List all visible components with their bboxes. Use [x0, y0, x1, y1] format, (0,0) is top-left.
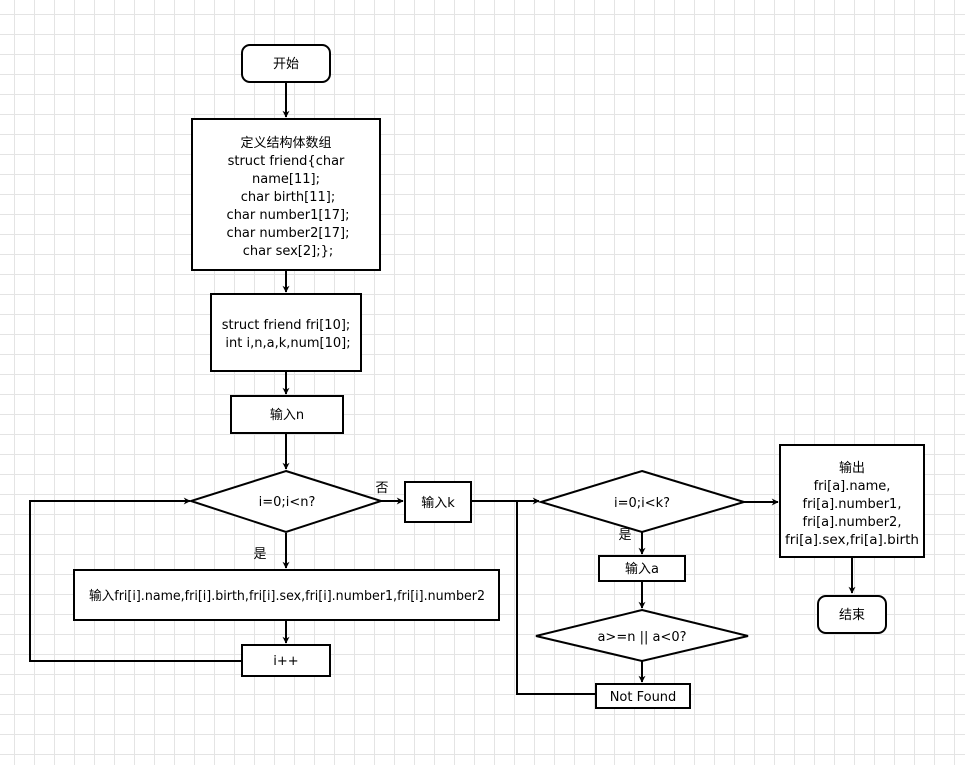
- edges: [29, 82, 856, 695]
- output-node: 输出 fri[a].name, fri[a].number1, fri[a].n…: [779, 444, 925, 558]
- define-struct-line-3: name[11];: [252, 172, 320, 187]
- output-line-3: fri[a].number1,: [803, 497, 902, 512]
- declare-vars-line-2: int i,n,a,k,num[10];: [225, 336, 350, 351]
- query-condition-label: i=0;i<k?: [614, 496, 670, 511]
- increment-label: i++: [273, 654, 298, 669]
- define-struct-line-5: char number1[17];: [227, 208, 350, 223]
- declare-vars-node: struct friend fri[10]; int i,n,a,k,num[1…: [210, 293, 362, 372]
- loop-yes-label: 是: [253, 547, 266, 562]
- query-yes-label: 是: [618, 528, 631, 543]
- range-check-label: a>=n || a<0?: [597, 630, 686, 645]
- define-struct-line-7: char sex[2];};: [243, 244, 334, 259]
- input-fields-label: 输入fri[i].name,fri[i].birth,fri[i].sex,fr…: [89, 588, 485, 604]
- end-node: 结束: [817, 595, 887, 634]
- edge-loop-back: [29, 497, 242, 662]
- increment-node: i++: [241, 644, 331, 677]
- input-n-label: 输入n: [270, 407, 304, 423]
- input-k-label: 输入k: [421, 495, 455, 511]
- output-line-4: fri[a].number2,: [803, 515, 902, 530]
- define-struct-line-4: char birth[11];: [241, 190, 335, 205]
- start-node: 开始: [241, 44, 331, 83]
- output-line-2: fri[a].name,: [814, 479, 891, 494]
- loop-condition-label: i=0;i<n?: [259, 495, 316, 510]
- input-a-node: 输入a: [598, 555, 686, 582]
- output-line-5: fri[a].sex,fri[a].birth: [785, 533, 919, 548]
- define-struct-line-1: 定义结构体数组: [240, 136, 331, 151]
- input-a-label: 输入a: [625, 561, 659, 577]
- loop-condition-node: i=0;i<n?: [187, 469, 385, 534]
- range-check-node: a>=n || a<0?: [535, 608, 749, 663]
- declare-vars-line-1: struct friend fri[10];: [222, 318, 351, 333]
- output-line-1: 输出: [839, 460, 865, 476]
- input-fields-node: 输入fri[i].name,fri[i].birth,fri[i].sex,fr…: [73, 569, 500, 621]
- define-struct-node: 定义结构体数组 struct friend{char name[11]; cha…: [191, 118, 381, 271]
- not-found-label: Not Found: [610, 690, 677, 705]
- edge-not-found-loop-back: [516, 501, 595, 695]
- not-found-node: Not Found: [595, 683, 691, 709]
- end-label: 结束: [839, 608, 865, 623]
- input-k-node: 输入k: [404, 481, 472, 523]
- define-struct-line-2: struct friend{char: [228, 154, 345, 169]
- input-n-node: 输入n: [230, 395, 344, 434]
- query-condition-node: i=0;i<k?: [537, 469, 748, 534]
- define-struct-line-6: char number2[17];: [227, 226, 350, 241]
- loop-no-label: 否: [375, 481, 388, 496]
- start-label: 开始: [273, 57, 299, 72]
